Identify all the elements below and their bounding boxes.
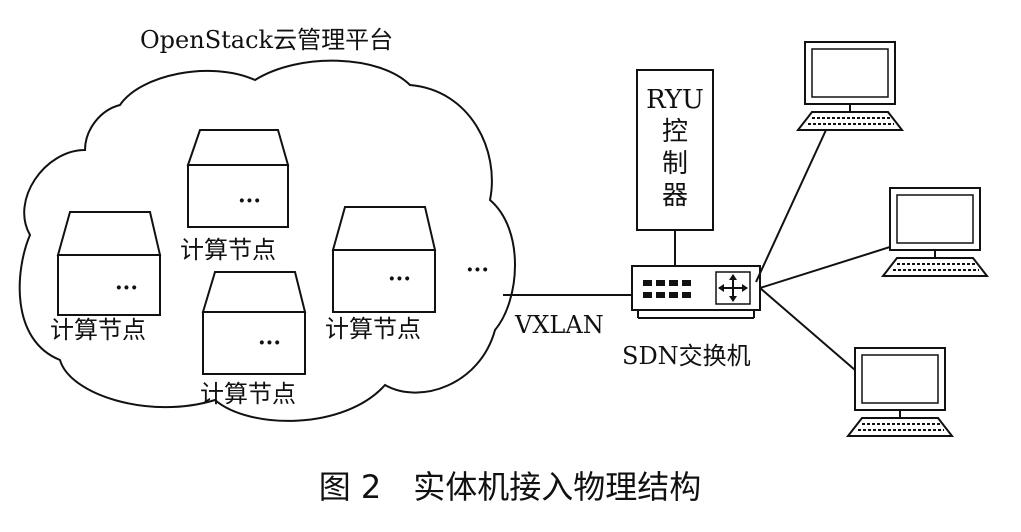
compute-node: ··· 计算节点 xyxy=(325,206,437,343)
link-computer-2 xyxy=(759,246,891,289)
cloud-ellipsis: ··· xyxy=(466,257,489,283)
controller-line-2: 控 xyxy=(662,117,688,147)
figure-caption: 图 2 实体机接入物理结构 xyxy=(319,468,702,506)
node-label: 计算节点 xyxy=(325,315,421,343)
node-label: 计算节点 xyxy=(180,236,276,264)
compute-node: ··· 计算节点 xyxy=(180,129,290,264)
computer-icon xyxy=(795,41,905,131)
node-label: 计算节点 xyxy=(50,316,146,344)
node-dots: ··· xyxy=(238,188,261,214)
switch-icon xyxy=(631,265,761,319)
node-dots: ··· xyxy=(258,330,281,356)
computer-icon xyxy=(845,347,955,437)
cloud-shape xyxy=(18,59,516,422)
switch-label: SDN交换机 xyxy=(622,342,751,370)
node-dots: ··· xyxy=(388,266,411,292)
compute-node: ··· 计算节点 xyxy=(200,271,307,408)
link-computer-3 xyxy=(759,287,856,371)
server-icon xyxy=(186,129,290,228)
switch-arrows xyxy=(718,274,748,302)
server-icon xyxy=(331,206,437,313)
vxlan-label: VXLAN xyxy=(514,311,604,339)
controller-line-4: 器 xyxy=(662,181,688,211)
node-label: 计算节点 xyxy=(200,380,296,408)
switch-ports xyxy=(643,280,691,298)
computer-icon xyxy=(880,187,990,277)
server-icon xyxy=(201,271,307,375)
link-computer-1 xyxy=(755,129,827,283)
node-dots: ··· xyxy=(115,275,138,301)
controller-line-3: 制 xyxy=(662,149,688,179)
compute-node: ··· 计算节点 xyxy=(50,211,162,344)
controller-line-1: RYU xyxy=(646,85,704,115)
server-icon xyxy=(56,211,162,316)
cloud-title: OpenStack云管理平台 xyxy=(140,26,393,54)
ryu-controller: RYU 控 制 器 xyxy=(636,69,714,231)
